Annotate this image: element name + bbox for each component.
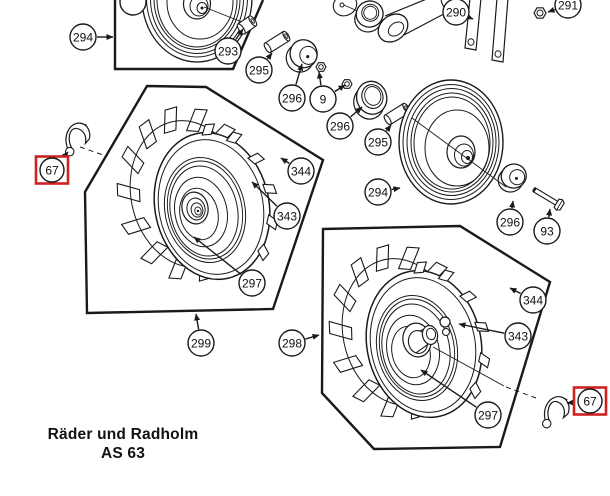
inset-box-top bbox=[113, 0, 265, 71]
svg-text:294: 294 bbox=[368, 185, 388, 199]
part-296-cap-lower bbox=[497, 163, 527, 193]
part-67-clip-left bbox=[57, 119, 96, 158]
svg-text:9: 9 bbox=[320, 92, 327, 106]
part-bearing-cup bbox=[354, 0, 384, 33]
callout-295[interactable]: 295 bbox=[245, 52, 273, 84]
svg-text:294: 294 bbox=[73, 30, 93, 44]
svg-text:344: 344 bbox=[523, 293, 543, 307]
callout-93[interactable]: 93 bbox=[533, 208, 561, 245]
part-93-bolt bbox=[532, 187, 565, 211]
svg-text:67: 67 bbox=[45, 163, 59, 177]
callout-343[interactable]: 343 bbox=[251, 181, 301, 230]
axle-dashes-left bbox=[79, 146, 107, 157]
svg-text:299: 299 bbox=[191, 336, 211, 350]
svg-text:295: 295 bbox=[249, 63, 269, 77]
diagram-title: Räder und Radholm AS 63 bbox=[10, 426, 236, 463]
callout-297[interactable]: 297 bbox=[193, 236, 266, 297]
svg-text:296: 296 bbox=[330, 119, 350, 133]
svg-text:298: 298 bbox=[282, 336, 302, 350]
callout-296[interactable]: 296 bbox=[496, 200, 524, 236]
callout-298[interactable]: 298 bbox=[278, 329, 320, 357]
callout-67[interactable]: 67 bbox=[566, 386, 608, 416]
svg-text:290: 290 bbox=[446, 5, 466, 19]
svg-text:343: 343 bbox=[508, 329, 528, 343]
part-290-bracket bbox=[464, 0, 509, 63]
title-line2: AS 63 bbox=[100, 444, 146, 462]
title-line1: Räder und Radholm bbox=[47, 426, 199, 443]
callout-297[interactable]: 297 bbox=[420, 369, 502, 429]
svg-text:297: 297 bbox=[242, 276, 262, 290]
callout-344[interactable]: 344 bbox=[509, 286, 547, 314]
part-9-nut-1 bbox=[315, 62, 327, 72]
callout-296[interactable]: 296 bbox=[278, 63, 306, 112]
part-295-pin-top bbox=[263, 30, 291, 54]
callout-295[interactable]: 295 bbox=[364, 124, 392, 156]
svg-text:343: 343 bbox=[277, 209, 297, 223]
part-296-ring bbox=[353, 80, 388, 120]
svg-text:293: 293 bbox=[218, 44, 238, 58]
callout-partial[interactable] bbox=[119, 0, 147, 16]
callout-343[interactable]: 343 bbox=[458, 322, 532, 350]
part-295-pin-right bbox=[383, 102, 411, 126]
wheel-294-top bbox=[141, 0, 253, 63]
svg-text:296: 296 bbox=[282, 91, 302, 105]
callout-9[interactable]: 9 bbox=[309, 71, 346, 113]
callout-293[interactable]: 293 bbox=[214, 28, 244, 65]
axle-line-right-wheel bbox=[411, 117, 507, 188]
svg-text:297: 297 bbox=[478, 408, 498, 422]
svg-text:93: 93 bbox=[540, 224, 554, 238]
callout-344[interactable]: 344 bbox=[280, 157, 315, 185]
svg-text:67: 67 bbox=[583, 394, 597, 408]
part-291-nut bbox=[533, 7, 547, 19]
callout-299[interactable]: 299 bbox=[187, 313, 215, 357]
callout-294[interactable]: 294 bbox=[364, 178, 401, 206]
callout-67[interactable]: 67 bbox=[34, 151, 70, 185]
callout-294[interactable]: 294 bbox=[69, 23, 114, 51]
svg-text:291: 291 bbox=[558, 0, 578, 12]
svg-text:344: 344 bbox=[291, 164, 311, 178]
wheel-294-right bbox=[398, 79, 504, 205]
svg-text:295: 295 bbox=[368, 135, 388, 149]
callout-290[interactable]: 290 bbox=[442, 0, 474, 26]
callout-291[interactable]: 291 bbox=[547, 0, 582, 19]
wheel-299-assembly bbox=[116, 106, 279, 282]
part-67-clip-right bbox=[537, 394, 573, 430]
wheel-298-assembly bbox=[328, 244, 505, 420]
svg-text:296: 296 bbox=[500, 215, 520, 229]
callout-296[interactable]: 296 bbox=[326, 106, 363, 140]
part-9-nut-2 bbox=[341, 79, 353, 89]
part-296-cap-top bbox=[285, 39, 318, 73]
